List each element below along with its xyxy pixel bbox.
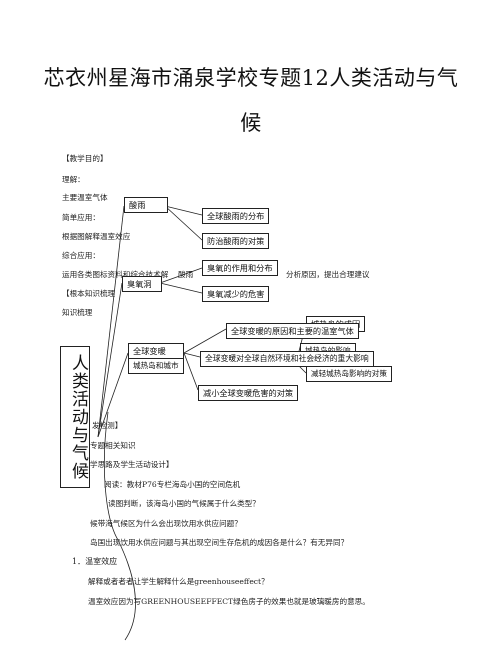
global-warming-box: 全球变暖	[128, 343, 184, 360]
simple-apply-content: 根据图解释温室效应	[62, 232, 131, 241]
read-task: 阅读：教材P76专栏海岛小国的空间危机	[104, 480, 241, 489]
warming-reduce-box: 减小全球变暖危害的对策	[198, 385, 299, 402]
comprehensive-content-c: 分析原因，提出合理建议	[286, 270, 370, 279]
comprehensive-content-a: 运用各类图标资料和综合技术解	[62, 270, 169, 279]
section-1-heading: 1．温室效应	[72, 557, 118, 566]
acid-rain-box: 酸雨	[124, 197, 168, 214]
warming-impact-box: 全球变暖对全球自然环境和社会经济的重大影响	[200, 351, 374, 367]
ozone-reduce-box: 臭氧减少的危害	[202, 286, 270, 303]
knowledge-heading: 【根本知识梳理	[62, 289, 116, 298]
comprehensive-label: 综合应用：	[62, 251, 100, 260]
document-title-line1: 芯衣州星海市涌泉学校专题12人类活动与气	[43, 66, 459, 90]
understand-label: 理解：	[62, 175, 85, 184]
related-knowledge: 专题相关知识	[90, 441, 136, 450]
meaning-line: 温室效应因为写GREENHOUSEEFFECT绿色房子的效果也就是玻璃暖房的意思…	[88, 597, 370, 606]
heat-island-countermeasure-box: 减轻城热岛影响的对策	[306, 366, 392, 382]
question-3: 岛国出现饮用水供应问题与其出现空间生存危机的成因各是什么？有无异同？	[90, 538, 349, 547]
design-heading: 学思路及学生活动设计】	[90, 460, 174, 469]
ozone-role-box: 臭氧的作用和分布	[202, 260, 278, 277]
acid-prevention-box: 防治酸雨的对策	[202, 233, 270, 250]
explain-line: 解释或者者者让学生解释什么是greenhouseeffect？	[88, 577, 269, 586]
ozone-hole-box: 臭氧洞	[122, 276, 162, 293]
document-title-line2: 候	[240, 111, 262, 135]
diagram-root-box: 人类活动与气候	[60, 346, 90, 488]
acid-distribution-box: 全球酸雨的分布	[202, 208, 270, 225]
question-2: 候带海气候区为什么会出现饮用水供应问题？	[90, 519, 242, 528]
comprehensive-content-b: 酸雨	[178, 270, 194, 279]
urban-heat-island-box: 城热岛和城市	[128, 358, 184, 374]
understand-content: 主要温室气体	[62, 193, 108, 202]
simple-apply-label: 简单应用：	[62, 213, 100, 222]
warming-causes-box: 全球变暖的原因和主要的温室气体	[226, 323, 359, 340]
question-1: 读图判断，该海岛小国的气候属于什么类型？	[108, 499, 260, 508]
check-heading: 发检测】	[92, 421, 123, 430]
knowledge-sub: 知识梳理	[62, 308, 93, 317]
objectives-heading: 【教学目的】	[62, 154, 108, 163]
